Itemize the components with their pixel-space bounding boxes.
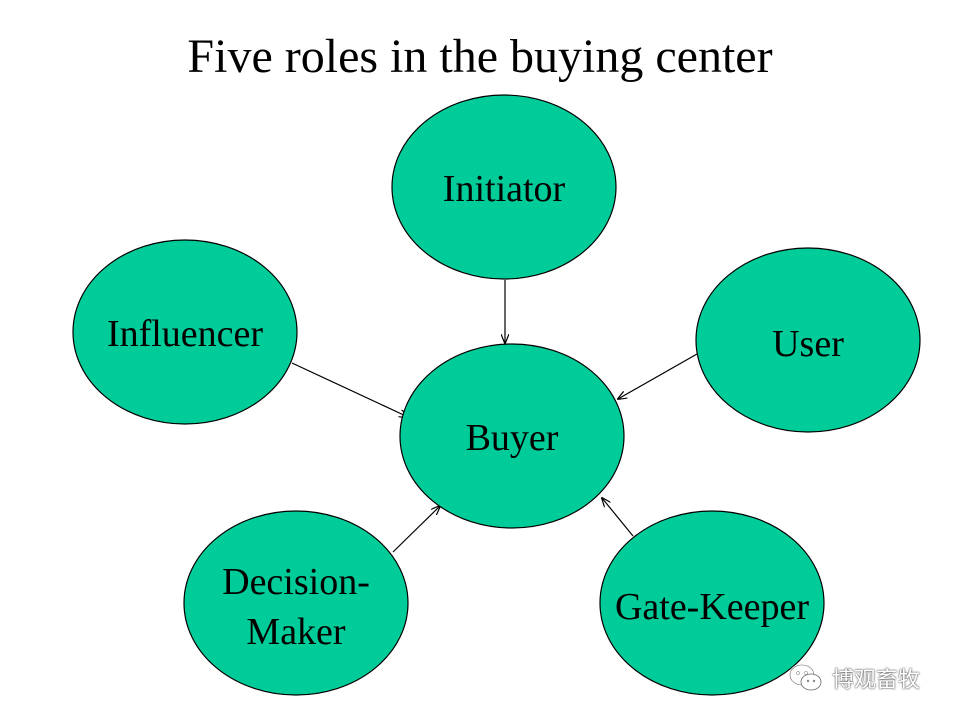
node-label-decision-maker-1: Decision- [222,561,370,603]
node-label-initiator: Initiator [443,168,566,210]
node-label-buyer: Buyer [466,417,559,459]
edges [291,280,698,553]
node-initiator: Initiator [391,94,617,280]
page-title: Five roles in the buying center [187,30,773,83]
edge-user-buyer [618,353,698,399]
watermark: 博观畜牧 [788,660,920,696]
wechat-icon [788,663,822,691]
watermark-text: 博观畜牧 [832,668,921,693]
node-buyer: Buyer [399,343,625,529]
node-shape [72,239,298,425]
edge-decision-maker-buyer [392,506,440,553]
node-label-gate-keeper: Gate-Keeper [615,586,809,628]
edge-influencer-buyer [291,362,408,417]
node-shape [695,247,921,433]
edge-gate-keeper-buyer [602,498,634,537]
node-shape [183,510,409,696]
node-decision-maker: Decision- Maker [183,510,409,696]
node-influencer: Influencer [72,239,298,425]
node-label-user: User [772,323,844,365]
node-shape [391,94,617,280]
node-user: User [695,247,921,433]
node-label-influencer: Influencer [107,313,263,355]
node-shape [599,510,825,696]
node-gate-keeper: Gate-Keeper [599,510,825,696]
node-shape [399,343,625,529]
node-label-decision-maker-2: Maker [246,611,346,653]
